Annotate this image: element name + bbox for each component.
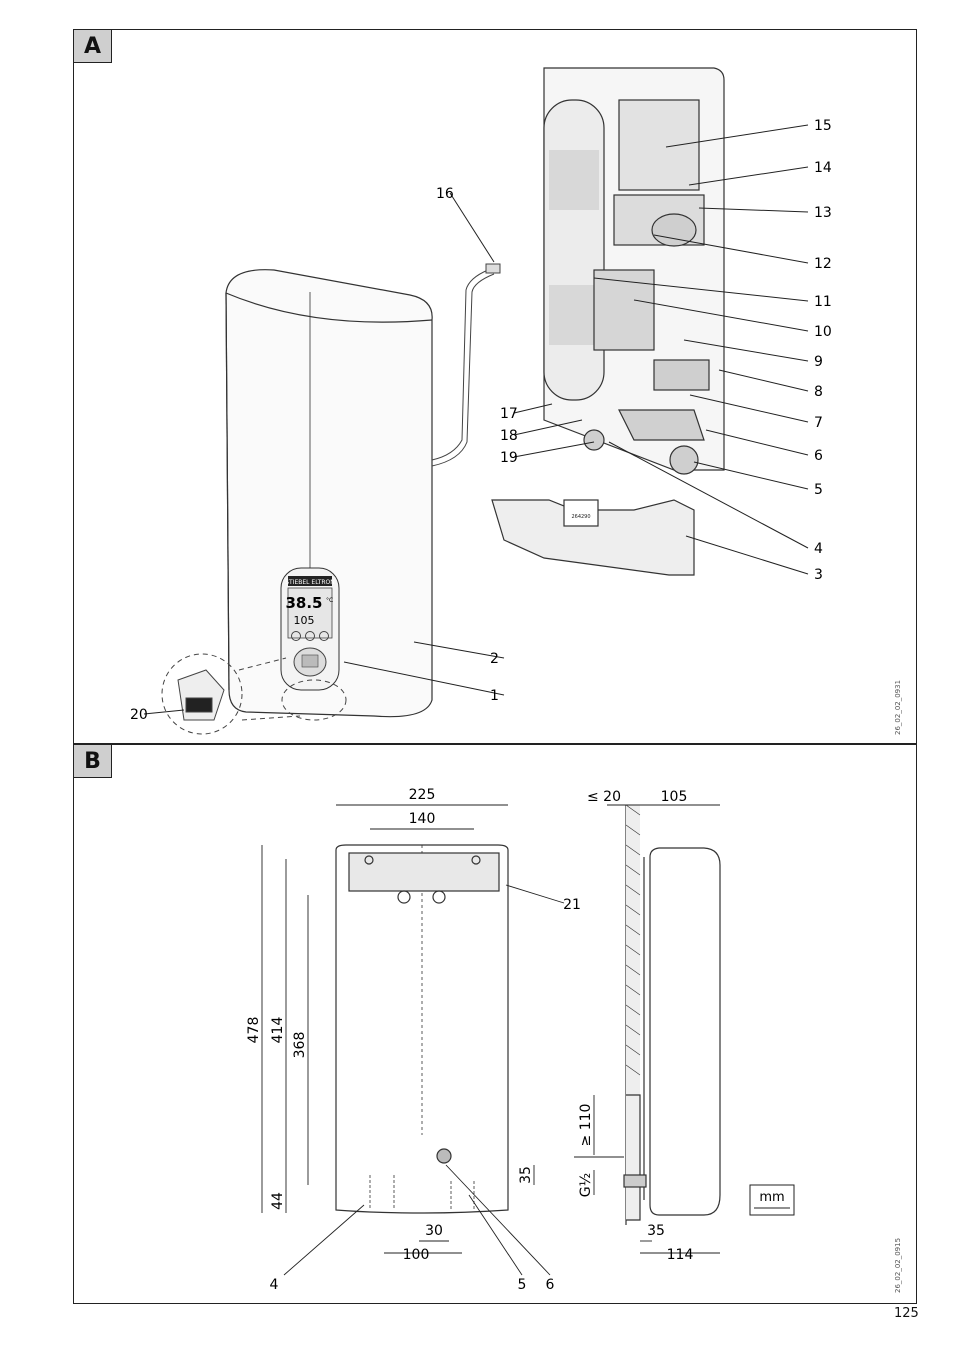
- callout-6: 6: [814, 448, 823, 464]
- callout-14: 14: [814, 160, 832, 176]
- callout-10: 10: [814, 324, 832, 340]
- callout-18: 18: [500, 428, 518, 444]
- dim-label-7: 30: [425, 1223, 443, 1239]
- callout-4: 4: [814, 541, 823, 557]
- dim-label-10: 105: [661, 789, 688, 805]
- leader-14: [688, 166, 809, 186]
- callout-15: 15: [814, 118, 832, 134]
- leader-3: [685, 535, 809, 575]
- callout-leaders: [143, 124, 809, 715]
- leader-7: [689, 394, 809, 423]
- leader-15: [665, 124, 809, 148]
- unit-box: [749, 1184, 795, 1216]
- leader-18: [513, 419, 583, 436]
- callout-7: 7: [814, 415, 823, 431]
- dim-label-12: G½: [578, 1173, 594, 1197]
- callout-2: 2: [490, 651, 499, 667]
- dim-label-5: 44: [270, 1192, 286, 1210]
- dim-label-1: 140: [409, 811, 436, 827]
- display-sub-value: 105: [294, 614, 315, 627]
- leader-5: [468, 1194, 523, 1276]
- callout-11: 11: [814, 294, 832, 310]
- detail-view-20: [161, 653, 347, 735]
- dim-label-13: 35: [647, 1223, 665, 1239]
- leader-6: [445, 1164, 551, 1276]
- leader-20: [143, 709, 185, 715]
- appliance-cover: [225, 269, 433, 718]
- callout-12: 12: [814, 256, 832, 272]
- dim-label-17: 5: [518, 1277, 527, 1293]
- leader-4: [608, 441, 809, 549]
- leader-10: [633, 299, 809, 332]
- dim-label-16: 4: [270, 1277, 279, 1293]
- cable-16: [431, 263, 501, 467]
- callout-19: 19: [500, 450, 518, 466]
- side-view: [623, 804, 721, 1225]
- dimension-lines: [261, 804, 720, 1276]
- dim-label-18: 6: [546, 1277, 555, 1293]
- leader-19: [513, 441, 595, 458]
- leader-12: [653, 234, 809, 264]
- dim-label-3: 414: [270, 1017, 286, 1044]
- callout-16: 16: [436, 186, 454, 202]
- panel-a-label: A: [74, 30, 112, 63]
- callout-5: 5: [814, 482, 823, 498]
- panel-a-drawing: STIEBEL ELTRON 38.5 °C 105: [130, 67, 902, 735]
- panel-b-label: B: [74, 745, 112, 778]
- leader-17: [513, 403, 553, 414]
- internal-unit: [543, 67, 725, 475]
- dim-label-4: 368: [292, 1032, 308, 1059]
- leader-8: [718, 369, 809, 392]
- callout-9: 9: [814, 354, 823, 370]
- dim-label-2: 478: [246, 1017, 262, 1044]
- leader-13: [698, 207, 809, 213]
- figure-ref-b: 26_02_02_0915: [894, 1238, 902, 1293]
- dim-label-0: 225: [409, 787, 436, 803]
- front-view: [335, 844, 509, 1214]
- dim-label-15: 21: [563, 897, 581, 913]
- callout-1: 1: [490, 688, 499, 704]
- leader-1: [343, 661, 505, 696]
- callout-13: 13: [814, 205, 832, 221]
- part-code: 264290: [571, 514, 590, 520]
- mounting-bracket-3: 264290: [491, 499, 695, 576]
- page-number: 125: [894, 1306, 919, 1321]
- leader-21: [505, 884, 565, 904]
- display-temperature: 38.5: [285, 594, 322, 612]
- leader-6: [705, 429, 809, 456]
- dim-label-6: 35: [518, 1166, 534, 1184]
- leader-9: [683, 339, 809, 362]
- callout-3: 3: [814, 567, 823, 583]
- dim-label-9: ≤ 20: [587, 789, 621, 805]
- callout-17: 17: [500, 406, 518, 422]
- figure-ref-a: 26_02_02_0931: [894, 680, 902, 735]
- callout-8: 8: [814, 384, 823, 400]
- unit-label: mm: [759, 1190, 784, 1205]
- leader-5: [693, 461, 809, 490]
- panel-a: A STIEBEL ELTRON 38.5 °C 105: [73, 29, 917, 744]
- leader-16: [449, 192, 495, 263]
- dim-label-8: 100: [403, 1247, 430, 1263]
- leader-11: [593, 277, 809, 302]
- dim-label-14: 114: [667, 1247, 694, 1263]
- display-unit: °C: [326, 597, 333, 604]
- leader-4: [283, 1204, 365, 1276]
- leader-2: [413, 641, 505, 659]
- callout-20: 20: [130, 707, 148, 723]
- brand-label: STIEBEL ELTRON: [285, 579, 335, 586]
- dim-label-11: ≥ 110: [578, 1104, 594, 1147]
- control-panel: STIEBEL ELTRON 38.5 °C 105: [280, 567, 340, 691]
